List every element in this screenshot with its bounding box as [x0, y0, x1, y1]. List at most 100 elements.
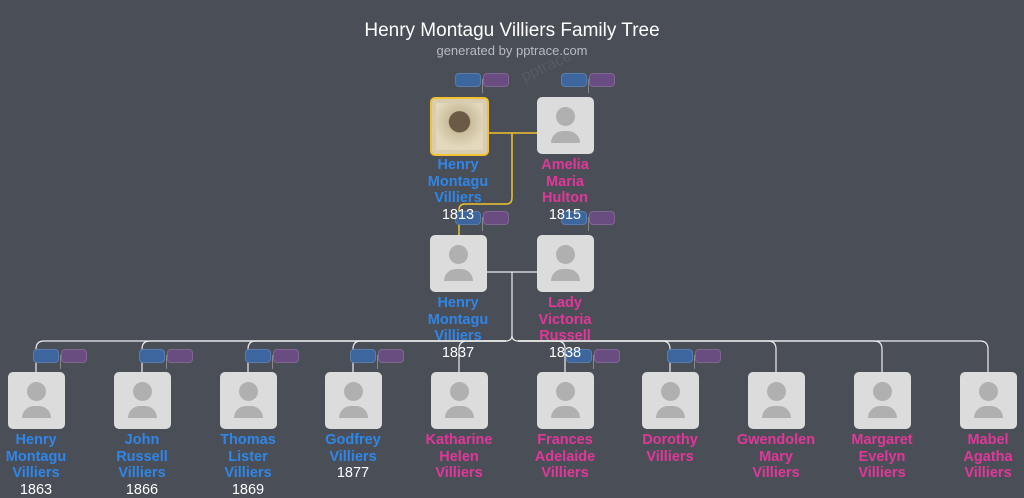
child-connector [247, 340, 506, 372]
person-name[interactable]: Margaret Evelyn Villiers [851, 432, 913, 481]
pill-connector [593, 355, 594, 369]
expand-parents-button[interactable] [561, 73, 587, 87]
expand-parents-button[interactable] [566, 349, 592, 363]
avatar-placeholder-icon [450, 382, 469, 401]
birth-year: 1838 [548, 344, 582, 361]
child-connector [35, 340, 506, 372]
expand-parents-button[interactable] [667, 349, 693, 363]
avatar-placeholder-icon [979, 382, 998, 401]
person-card[interactable] [537, 235, 594, 292]
avatar-placeholder-body [551, 131, 580, 143]
person-name[interactable]: Henry Montagu Villiers [427, 157, 489, 206]
avatar-placeholder-body [339, 406, 368, 418]
avatar-placeholder-icon [556, 107, 575, 126]
expand-spouse-button[interactable] [589, 73, 615, 87]
avatar-placeholder-body [234, 406, 263, 418]
expand-parents-button[interactable] [139, 349, 165, 363]
expand-spouse-button[interactable] [61, 349, 87, 363]
pill-connector [166, 355, 167, 369]
avatar-placeholder-icon [556, 245, 575, 264]
child-connector [458, 340, 506, 372]
avatar-placeholder-body [551, 406, 580, 418]
birth-year: 1813 [441, 206, 475, 223]
person-card[interactable] [220, 372, 277, 429]
expand-parents-button[interactable] [455, 211, 481, 225]
person-card[interactable] [431, 372, 488, 429]
person-card[interactable] [325, 372, 382, 429]
pill-connector [482, 217, 483, 231]
pill-connector [377, 355, 378, 369]
avatar-placeholder-icon [27, 382, 46, 401]
person-card[interactable] [430, 97, 489, 156]
avatar-placeholder-icon [767, 382, 786, 401]
expand-spouse-button[interactable] [483, 211, 509, 225]
birth-year: 1866 [125, 481, 159, 498]
expand-spouse-button[interactable] [167, 349, 193, 363]
avatar-placeholder-icon [449, 245, 468, 264]
person-card[interactable] [960, 372, 1017, 429]
birth-year: 1877 [336, 465, 370, 481]
person-name[interactable]: Frances Adelaide Villiers [534, 432, 596, 481]
avatar-placeholder-body [551, 269, 580, 281]
person-card[interactable] [642, 372, 699, 429]
avatar-placeholder-icon [556, 382, 575, 401]
page-subtitle: generated by pptrace.com [436, 43, 588, 58]
page-title: Henry Montagu Villiers Family Tree [364, 20, 660, 41]
avatar-placeholder-icon [133, 382, 152, 401]
avatar-placeholder-body [974, 406, 1003, 418]
birth-year: 1815 [548, 206, 582, 223]
avatar-placeholder-icon [344, 382, 363, 401]
pill-connector [482, 79, 483, 93]
pill-connector [60, 355, 61, 369]
child-connector [518, 340, 989, 372]
child-connector [141, 340, 506, 372]
expand-parents-button[interactable] [561, 211, 587, 225]
person-name[interactable]: Mabel Agatha Villiers [963, 432, 1013, 481]
person-card[interactable] [537, 372, 594, 429]
expand-parents-button[interactable] [245, 349, 271, 363]
expand-spouse-button[interactable] [589, 211, 615, 225]
person-name[interactable]: John Russell Villiers [116, 432, 168, 481]
person-card[interactable] [114, 372, 171, 429]
person-name[interactable]: Godfrey Villiers [325, 432, 381, 465]
portrait-photo [436, 103, 483, 150]
child-connector [352, 340, 506, 372]
pill-connector [272, 355, 273, 369]
avatar-placeholder-body [868, 406, 897, 418]
avatar-placeholder-body [445, 406, 474, 418]
person-name[interactable]: Lady Victoria Russell [538, 295, 592, 344]
expand-parents-button[interactable] [33, 349, 59, 363]
person-name[interactable]: Gwendolen Mary Villiers [736, 432, 816, 481]
person-name[interactable]: Henry Montagu Villiers [427, 295, 489, 344]
person-card[interactable] [854, 372, 911, 429]
birth-year: 1837 [441, 344, 475, 361]
expand-spouse-button[interactable] [483, 73, 509, 87]
person-card[interactable] [537, 97, 594, 154]
person-name[interactable]: Amelia Maria Hulton [541, 157, 589, 206]
person-card[interactable] [8, 372, 65, 429]
expand-parents-button[interactable] [455, 73, 481, 87]
expand-parents-button[interactable] [350, 349, 376, 363]
expand-spouse-button[interactable] [378, 349, 404, 363]
avatar-placeholder-body [762, 406, 791, 418]
person-card[interactable] [430, 235, 487, 292]
avatar-placeholder-icon [873, 382, 892, 401]
birth-year: 1869 [231, 481, 265, 498]
expand-spouse-button[interactable] [695, 349, 721, 363]
person-card[interactable] [748, 372, 805, 429]
person-name[interactable]: Henry Montagu Villiers [5, 432, 67, 481]
expand-spouse-button[interactable] [594, 349, 620, 363]
avatar-placeholder-body [22, 406, 51, 418]
expand-spouse-button[interactable] [273, 349, 299, 363]
avatar-placeholder-icon [239, 382, 258, 401]
avatar-placeholder-body [656, 406, 685, 418]
birth-year: 1863 [19, 481, 53, 498]
pill-connector [588, 79, 589, 93]
pill-connector [588, 217, 589, 231]
person-name[interactable]: Thomas Lister Villiers [220, 432, 276, 481]
pill-connector [694, 355, 695, 369]
person-name[interactable]: Katharine Helen Villiers [425, 432, 493, 481]
avatar-placeholder-body [128, 406, 157, 418]
person-name[interactable]: Dorothy Villiers [642, 432, 698, 465]
